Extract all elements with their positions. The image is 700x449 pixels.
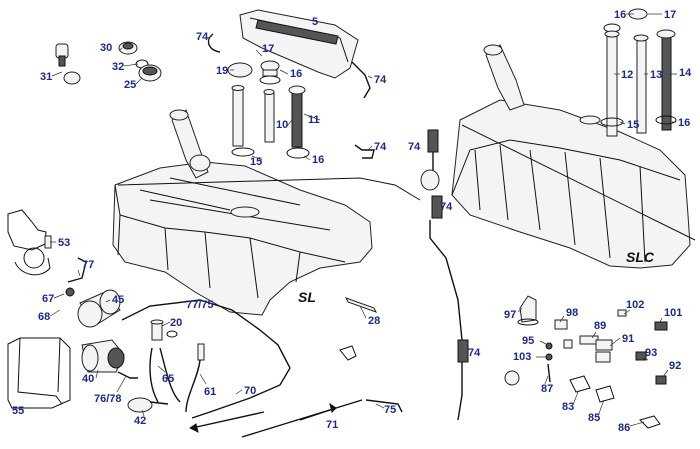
- part-number-labels: 5 74 74 30 32 25 31 17 19 16 10 11 15 16…: [12, 9, 692, 434]
- part-13: 13: [650, 69, 662, 81]
- part-67: 67: [42, 293, 54, 305]
- fuel-pump: [81, 339, 138, 379]
- part-31: 31: [40, 71, 52, 83]
- sl-label: SL: [298, 289, 316, 305]
- part-40: 40: [82, 373, 94, 385]
- part-70: 70: [244, 385, 256, 397]
- part-92: 92: [669, 360, 681, 372]
- center-hoses: [354, 129, 469, 421]
- leader-lines: [49, 13, 677, 427]
- part-42: 42: [134, 415, 146, 427]
- part-89: 89: [594, 320, 606, 332]
- part-55: 55: [12, 405, 24, 417]
- part-16-center-top: 16: [290, 68, 302, 80]
- part-11: 11: [308, 114, 320, 126]
- part-30: 30: [100, 42, 112, 54]
- part-86: 86: [618, 422, 630, 434]
- bracket-strip: [339, 297, 378, 361]
- flow-arrows: [189, 399, 403, 438]
- part-20: 20: [170, 317, 182, 329]
- part-97: 97: [504, 309, 516, 321]
- part-45: 45: [112, 294, 124, 306]
- part-32: 32: [112, 61, 124, 73]
- part-74-valve-top: 74: [408, 141, 421, 153]
- part-74-reservoir: 74: [374, 74, 387, 86]
- part-71: 71: [326, 419, 338, 431]
- part-87: 87: [541, 383, 553, 395]
- slc-fuel-tank: [451, 44, 696, 269]
- part-61: 61: [204, 386, 216, 398]
- part-74-center: 74: [374, 141, 387, 153]
- part-74-line: 74: [468, 347, 481, 359]
- sl-fuel-tank: [112, 109, 421, 316]
- part-16-right-bottom: 16: [678, 117, 690, 129]
- part-17-center: 17: [262, 43, 274, 55]
- pump-hoses: [121, 299, 291, 419]
- part-76-78: 76/78: [94, 393, 122, 405]
- part-75: 75: [384, 404, 396, 416]
- part-102: 102: [626, 299, 644, 311]
- part-93: 93: [645, 347, 657, 359]
- part-10: 10: [276, 119, 288, 131]
- pump-heat-shield: [7, 337, 71, 409]
- part-85: 85: [588, 412, 600, 424]
- small-hardware: [504, 295, 668, 429]
- part-15-right: 15: [627, 119, 639, 131]
- part-12: 12: [621, 69, 633, 81]
- right-sender-units: [600, 8, 677, 137]
- part-5: 5: [312, 16, 318, 28]
- part-77: 77: [82, 259, 94, 271]
- part-74-top: 74: [196, 31, 209, 43]
- reservoir-tank: [207, 9, 371, 99]
- part-103: 103: [513, 351, 531, 363]
- part-16-center-bottom: 16: [312, 154, 324, 166]
- slc-label: SLC: [626, 249, 655, 265]
- part-74-valve-bottom: 74: [440, 201, 453, 213]
- tank-bracket: [7, 209, 52, 276]
- part-17-right: 17: [664, 9, 676, 21]
- part-25: 25: [124, 79, 136, 91]
- part-101: 101: [664, 307, 682, 319]
- part-14: 14: [679, 67, 692, 79]
- part-95: 95: [522, 335, 534, 347]
- part-91: 91: [622, 333, 634, 345]
- part-53: 53: [58, 237, 70, 249]
- part-16-right-top: 16: [614, 9, 626, 21]
- fuel-cap-parts: [55, 41, 162, 85]
- center-sender-units: [227, 60, 310, 159]
- part-68: 68: [38, 311, 50, 323]
- part-83: 83: [562, 401, 574, 413]
- part-19: 19: [216, 65, 228, 77]
- part-77-75: 77/75: [186, 299, 214, 311]
- part-98: 98: [566, 307, 578, 319]
- part-65: 65: [162, 373, 174, 385]
- part-28: 28: [368, 315, 380, 327]
